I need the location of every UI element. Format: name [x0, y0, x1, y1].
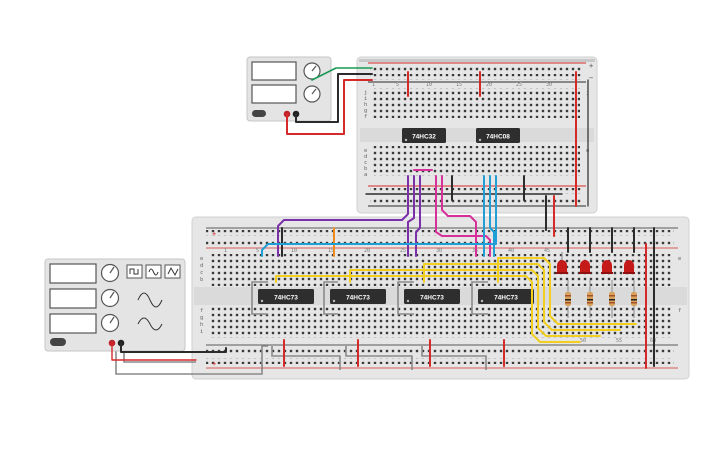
wire-purple[interactable] [407, 175, 415, 257]
column-number: 25 [400, 248, 406, 254]
chip-74hc73-1[interactable]: 74HC73 [258, 289, 314, 304]
power-supply-top[interactable] [246, 56, 332, 122]
row-label: e [678, 256, 681, 262]
row-label: b [200, 277, 203, 283]
chip-label: 74HC08 [486, 134, 510, 141]
column-number: 10 [291, 248, 297, 254]
row-label: h [364, 102, 367, 108]
column-number: 1 [224, 248, 227, 254]
rail-holes [370, 74, 582, 80]
chip-label: 74HC32 [412, 134, 436, 141]
column-number: 5 [396, 82, 399, 88]
chip-label: 74HC73 [274, 295, 298, 302]
column-number: 15 [456, 82, 462, 88]
row-label: i [200, 329, 203, 335]
column-number: 45 [544, 248, 550, 254]
resistor-4[interactable] [631, 292, 637, 306]
wire-yellow[interactable] [349, 269, 601, 337]
row-label: g [364, 108, 367, 114]
amplitude-display [49, 288, 97, 309]
led-red-3[interactable] [601, 260, 613, 274]
led-red-2[interactable] [579, 260, 591, 274]
row-label: c [200, 270, 203, 276]
wire-black-generator[interactable] [120, 342, 227, 353]
resistor-3[interactable] [609, 292, 615, 306]
power-switch[interactable] [50, 338, 66, 346]
row-label: h [200, 322, 203, 328]
resistor-1[interactable] [565, 292, 571, 306]
led-red-4[interactable] [623, 260, 635, 274]
sine-wave-icon [137, 292, 163, 308]
power-switch[interactable] [252, 110, 266, 117]
resistor-2[interactable] [587, 292, 593, 306]
column-number: 55 [616, 338, 622, 344]
row-label: e [200, 256, 203, 262]
chip-74hc73-2[interactable]: 74HC73 [330, 289, 386, 304]
row-label: b [364, 166, 367, 172]
wire-yellow[interactable] [497, 257, 637, 325]
wire-black-supply[interactable] [295, 73, 373, 123]
row-label: a [364, 172, 367, 178]
chip-label: 74HC73 [346, 295, 370, 302]
wire-magenta[interactable] [435, 175, 491, 257]
function-generator[interactable] [44, 258, 186, 352]
rail-holes [370, 66, 582, 72]
wire-blue[interactable] [261, 175, 497, 257]
column-number: 20 [486, 82, 492, 88]
wire-magenta[interactable] [441, 175, 477, 257]
row-label: e [364, 148, 367, 154]
square-wave-icon[interactable] [126, 264, 143, 279]
column-number: 15 [328, 248, 334, 254]
chip-74hc73-3[interactable]: 74HC73 [404, 289, 460, 304]
row-label: g [200, 315, 203, 321]
wire-purple[interactable] [277, 175, 409, 257]
row-label: d [200, 263, 203, 269]
column-number: 40 [508, 248, 514, 254]
column-number: 10 [426, 82, 432, 88]
rail-plus-sign: + [589, 62, 593, 70]
triangle-wave-icon[interactable] [164, 264, 181, 279]
row-label: i [364, 96, 367, 102]
wire-yellow[interactable] [423, 263, 621, 331]
sine-wave-icon[interactable] [145, 264, 162, 279]
hole-grid-lower [372, 146, 580, 176]
rail-plus-sign: + [212, 230, 216, 238]
column-number: 5 [256, 248, 259, 254]
row-label: d [364, 154, 367, 160]
rail-plus-sign: + [212, 360, 216, 368]
gray-wires[interactable] [115, 281, 488, 375]
column-number: 25 [516, 82, 522, 88]
offset-display [49, 313, 97, 334]
led-red-1[interactable] [556, 252, 568, 274]
wire-red-supply[interactable] [286, 79, 373, 135]
chip-74hc08[interactable]: 74HC08 [476, 128, 520, 143]
row-label: c [364, 160, 367, 166]
current-display [251, 84, 297, 104]
wire-red-generator[interactable] [111, 342, 197, 361]
row-label: f [200, 308, 203, 314]
column-number: 20 [364, 248, 370, 254]
column-number: 50 [580, 338, 586, 344]
chip-74hc73-4[interactable]: 74HC73 [478, 289, 534, 304]
chip-label: 74HC73 [420, 295, 444, 302]
column-number: 1 [372, 82, 375, 88]
row-label: j [364, 90, 367, 96]
hole-grid-upper [372, 88, 580, 118]
frequency-display [49, 263, 97, 284]
row-label: f [678, 308, 681, 314]
wire-yellow[interactable] [275, 275, 581, 343]
chip-label: 74HC73 [494, 295, 518, 302]
chip-74hc32[interactable]: 74HC32 [402, 128, 446, 143]
row-label: f [364, 114, 367, 120]
column-number: 30 [436, 248, 442, 254]
sine-wave-icon [137, 317, 163, 331]
wire-green-supply[interactable] [311, 67, 373, 81]
column-number: 30 [546, 82, 552, 88]
voltage-display [251, 61, 297, 81]
rail-minus-sign: − [589, 74, 593, 82]
